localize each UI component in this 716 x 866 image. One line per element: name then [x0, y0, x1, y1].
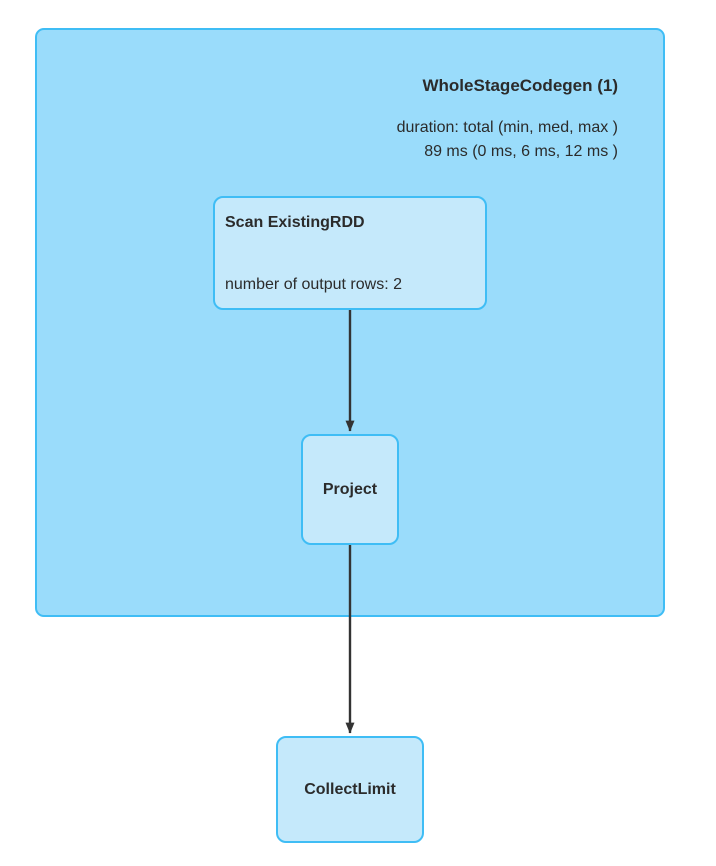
- stage-metrics: duration: total (min, med, max ) 89 ms (…: [397, 116, 618, 164]
- stage-metric-line: duration: total (min, med, max ): [396, 119, 618, 136]
- plan-node-scan-existingrdd[interactable]: Scan ExistingRDD number of output rows: …: [213, 196, 487, 310]
- stage-title: WholeStageCodegen (1): [422, 76, 618, 95]
- stage-header: WholeStageCodegen (1) duration: total (m…: [397, 76, 618, 164]
- plan-node-metric: number of output rows: 2: [225, 276, 402, 293]
- plan-node-title: Project: [322, 480, 378, 498]
- stage-metric-line: 89 ms (0 ms, 6 ms, 12 ms ): [424, 143, 618, 160]
- plan-node-title: Scan ExistingRDD: [225, 214, 365, 231]
- plan-node-collectlimit[interactable]: CollectLimit: [276, 736, 424, 843]
- plan-node-project[interactable]: Project: [301, 434, 399, 545]
- plan-node-title: CollectLimit: [304, 780, 396, 798]
